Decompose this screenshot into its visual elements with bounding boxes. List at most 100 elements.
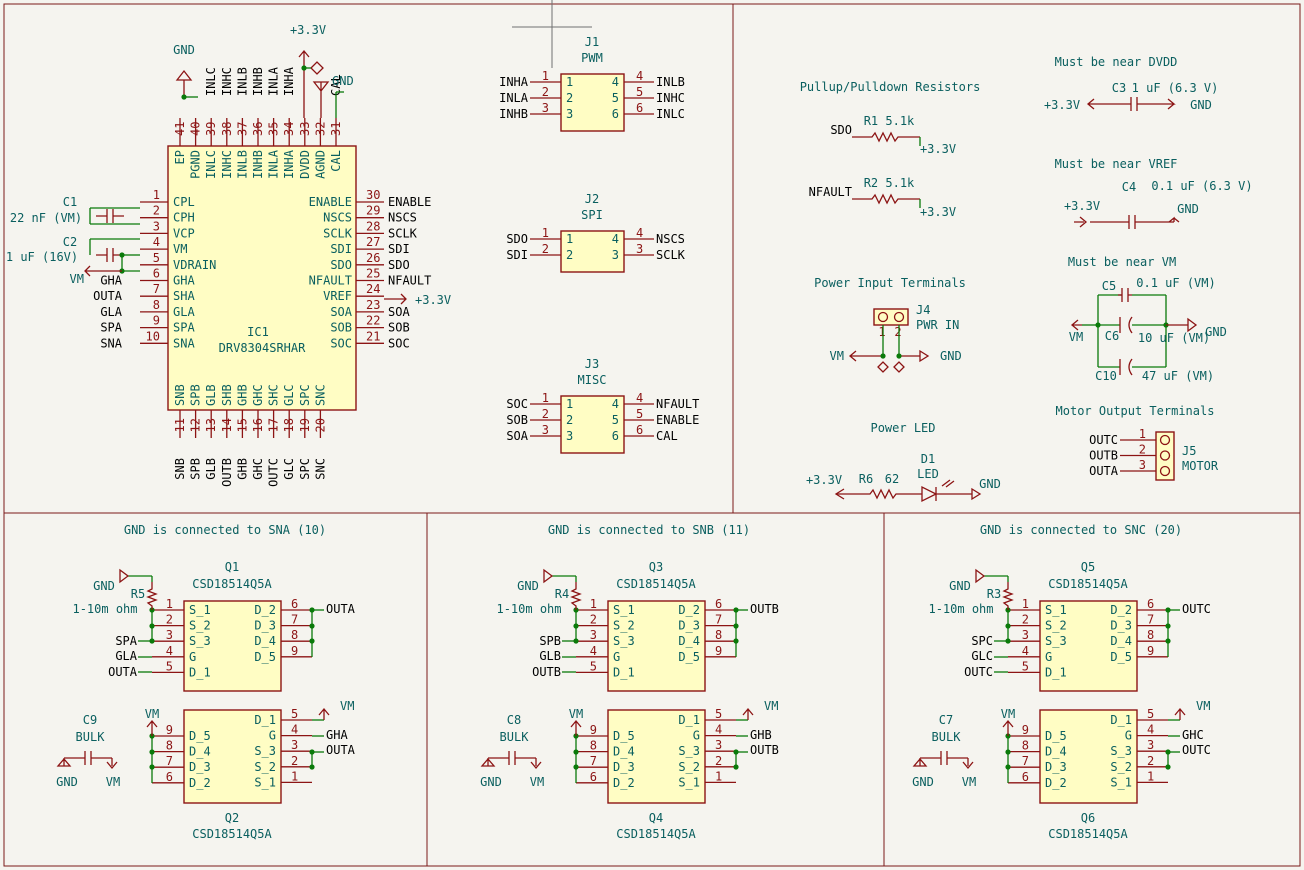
junction-dot: [1165, 623, 1171, 629]
pin-name: 1: [566, 232, 573, 246]
net-label: OUTB: [750, 602, 779, 616]
net-label: INHC: [656, 91, 685, 105]
net-vm: VM: [340, 699, 354, 713]
net-label: INLA: [267, 66, 281, 96]
ground-icon: [56, 758, 72, 767]
net-gnd: GND: [480, 775, 502, 789]
shunt-ref: R3: [987, 587, 1001, 601]
net-gnd-caps: GND: [1205, 325, 1227, 339]
pin-name: G: [189, 650, 196, 664]
net-label: SCLK: [388, 226, 418, 240]
net-label: INHA: [499, 75, 529, 89]
mosfet-ref: Q1: [225, 560, 239, 574]
junction-dot: [149, 749, 155, 755]
pin-number: 29: [366, 204, 380, 218]
net-label: OUTB: [532, 665, 561, 679]
net-label: OUTC: [964, 665, 993, 679]
pin-name: SCLK: [323, 226, 353, 240]
pin-number: 15: [235, 418, 249, 432]
mosfet-body: [607, 600, 706, 692]
pin-number: 38: [220, 122, 234, 136]
junction-dot: [119, 252, 125, 258]
title-motor: Motor Output Terminals: [1056, 404, 1215, 418]
bulk-ref: C9: [83, 713, 97, 727]
pin-number: 8: [166, 739, 173, 753]
net-gnd: GND: [912, 775, 934, 789]
pin-number: 30: [366, 188, 380, 202]
pin-number: 8: [715, 628, 722, 642]
pin-name: S_2: [1045, 619, 1067, 633]
net-label: GLB: [204, 458, 218, 480]
net-label: NSCS: [388, 211, 417, 225]
title-pullup: Pullup/Pulldown Resistors: [800, 80, 981, 94]
pin-number: 1: [542, 69, 549, 83]
pin-name: 3: [612, 248, 619, 262]
pin-name: 5: [612, 91, 619, 105]
power-down-icon: [530, 758, 542, 770]
pin-number: 1: [590, 597, 597, 611]
pin-name: SNC: [313, 384, 327, 406]
net-vm: VM: [764, 699, 778, 713]
pin-name: SNB: [173, 384, 187, 406]
screw-icon: [1159, 450, 1171, 461]
pin-number: 32: [313, 122, 327, 136]
net-gnd-led: GND: [979, 477, 1001, 491]
mosfet-ref: Q3: [649, 560, 663, 574]
pin-name: SPB: [189, 384, 203, 406]
pin-number: 8: [590, 739, 597, 753]
net-gnd-j4: GND: [940, 349, 962, 363]
capacitor-icon: [96, 209, 124, 223]
mosfet-ref: Q4: [649, 811, 663, 825]
pin-number: 6: [636, 101, 643, 115]
pin-name: 2: [566, 248, 573, 262]
pin-name: 1: [566, 75, 573, 89]
pin-number: 2: [542, 242, 549, 256]
pin-number: 36: [251, 122, 265, 136]
j4-value: PWR IN: [916, 318, 959, 332]
title-vref: Must be near VREF: [1055, 157, 1178, 171]
pin-name: S_3: [678, 744, 700, 758]
pin-name: D_3: [613, 760, 635, 774]
pin-name: D_1: [678, 713, 700, 727]
pin-number: 8: [1147, 628, 1154, 642]
pin-number: 6: [636, 423, 643, 437]
pin-number: 1: [542, 226, 549, 240]
pin-name: NSCS: [323, 211, 352, 225]
pin-name: INHC: [220, 150, 234, 179]
power-arrow-icon: [1086, 98, 1098, 110]
pin-number: 2: [1022, 613, 1029, 627]
net-label: GHB: [235, 458, 249, 480]
pin-number: 4: [590, 644, 597, 658]
pin-number: 6: [715, 597, 722, 611]
pin-name: INLB: [235, 150, 249, 179]
pin-name: G: [693, 729, 700, 743]
pin-number: 7: [715, 613, 722, 627]
pin-name: D_4: [1110, 634, 1132, 648]
pin-number: 9: [166, 723, 173, 737]
pin-number: 27: [366, 235, 380, 249]
pin-name: S_1: [1045, 603, 1067, 617]
power-up-icon: [1174, 707, 1186, 720]
net-sdo: SDO: [830, 123, 852, 137]
net-label: SPC: [298, 458, 312, 480]
net-label: OUTB: [220, 458, 234, 487]
pin-number: 39: [204, 122, 218, 136]
pin-number: 1: [1147, 769, 1154, 783]
c10-value: 47 uF (VM): [1142, 369, 1214, 383]
sheet-border: [3, 3, 1301, 867]
net-label: SOA: [506, 429, 528, 443]
net-gnd: GND: [949, 579, 971, 593]
net-vm: VM: [569, 707, 583, 721]
pin-name: D_5: [613, 729, 635, 743]
pin-number: 2: [166, 613, 173, 627]
power-up-icon: [146, 719, 158, 736]
net-label: INLB: [656, 75, 685, 89]
pin-number: 3: [636, 242, 643, 256]
mosfet-ref: Q6: [1081, 811, 1095, 825]
net-label: CAL: [656, 429, 678, 443]
pin-number: 1: [1139, 427, 1146, 441]
pin-name: S_3: [1045, 634, 1067, 648]
mosfet-body: [183, 709, 282, 804]
net-label: SPA: [100, 321, 122, 335]
